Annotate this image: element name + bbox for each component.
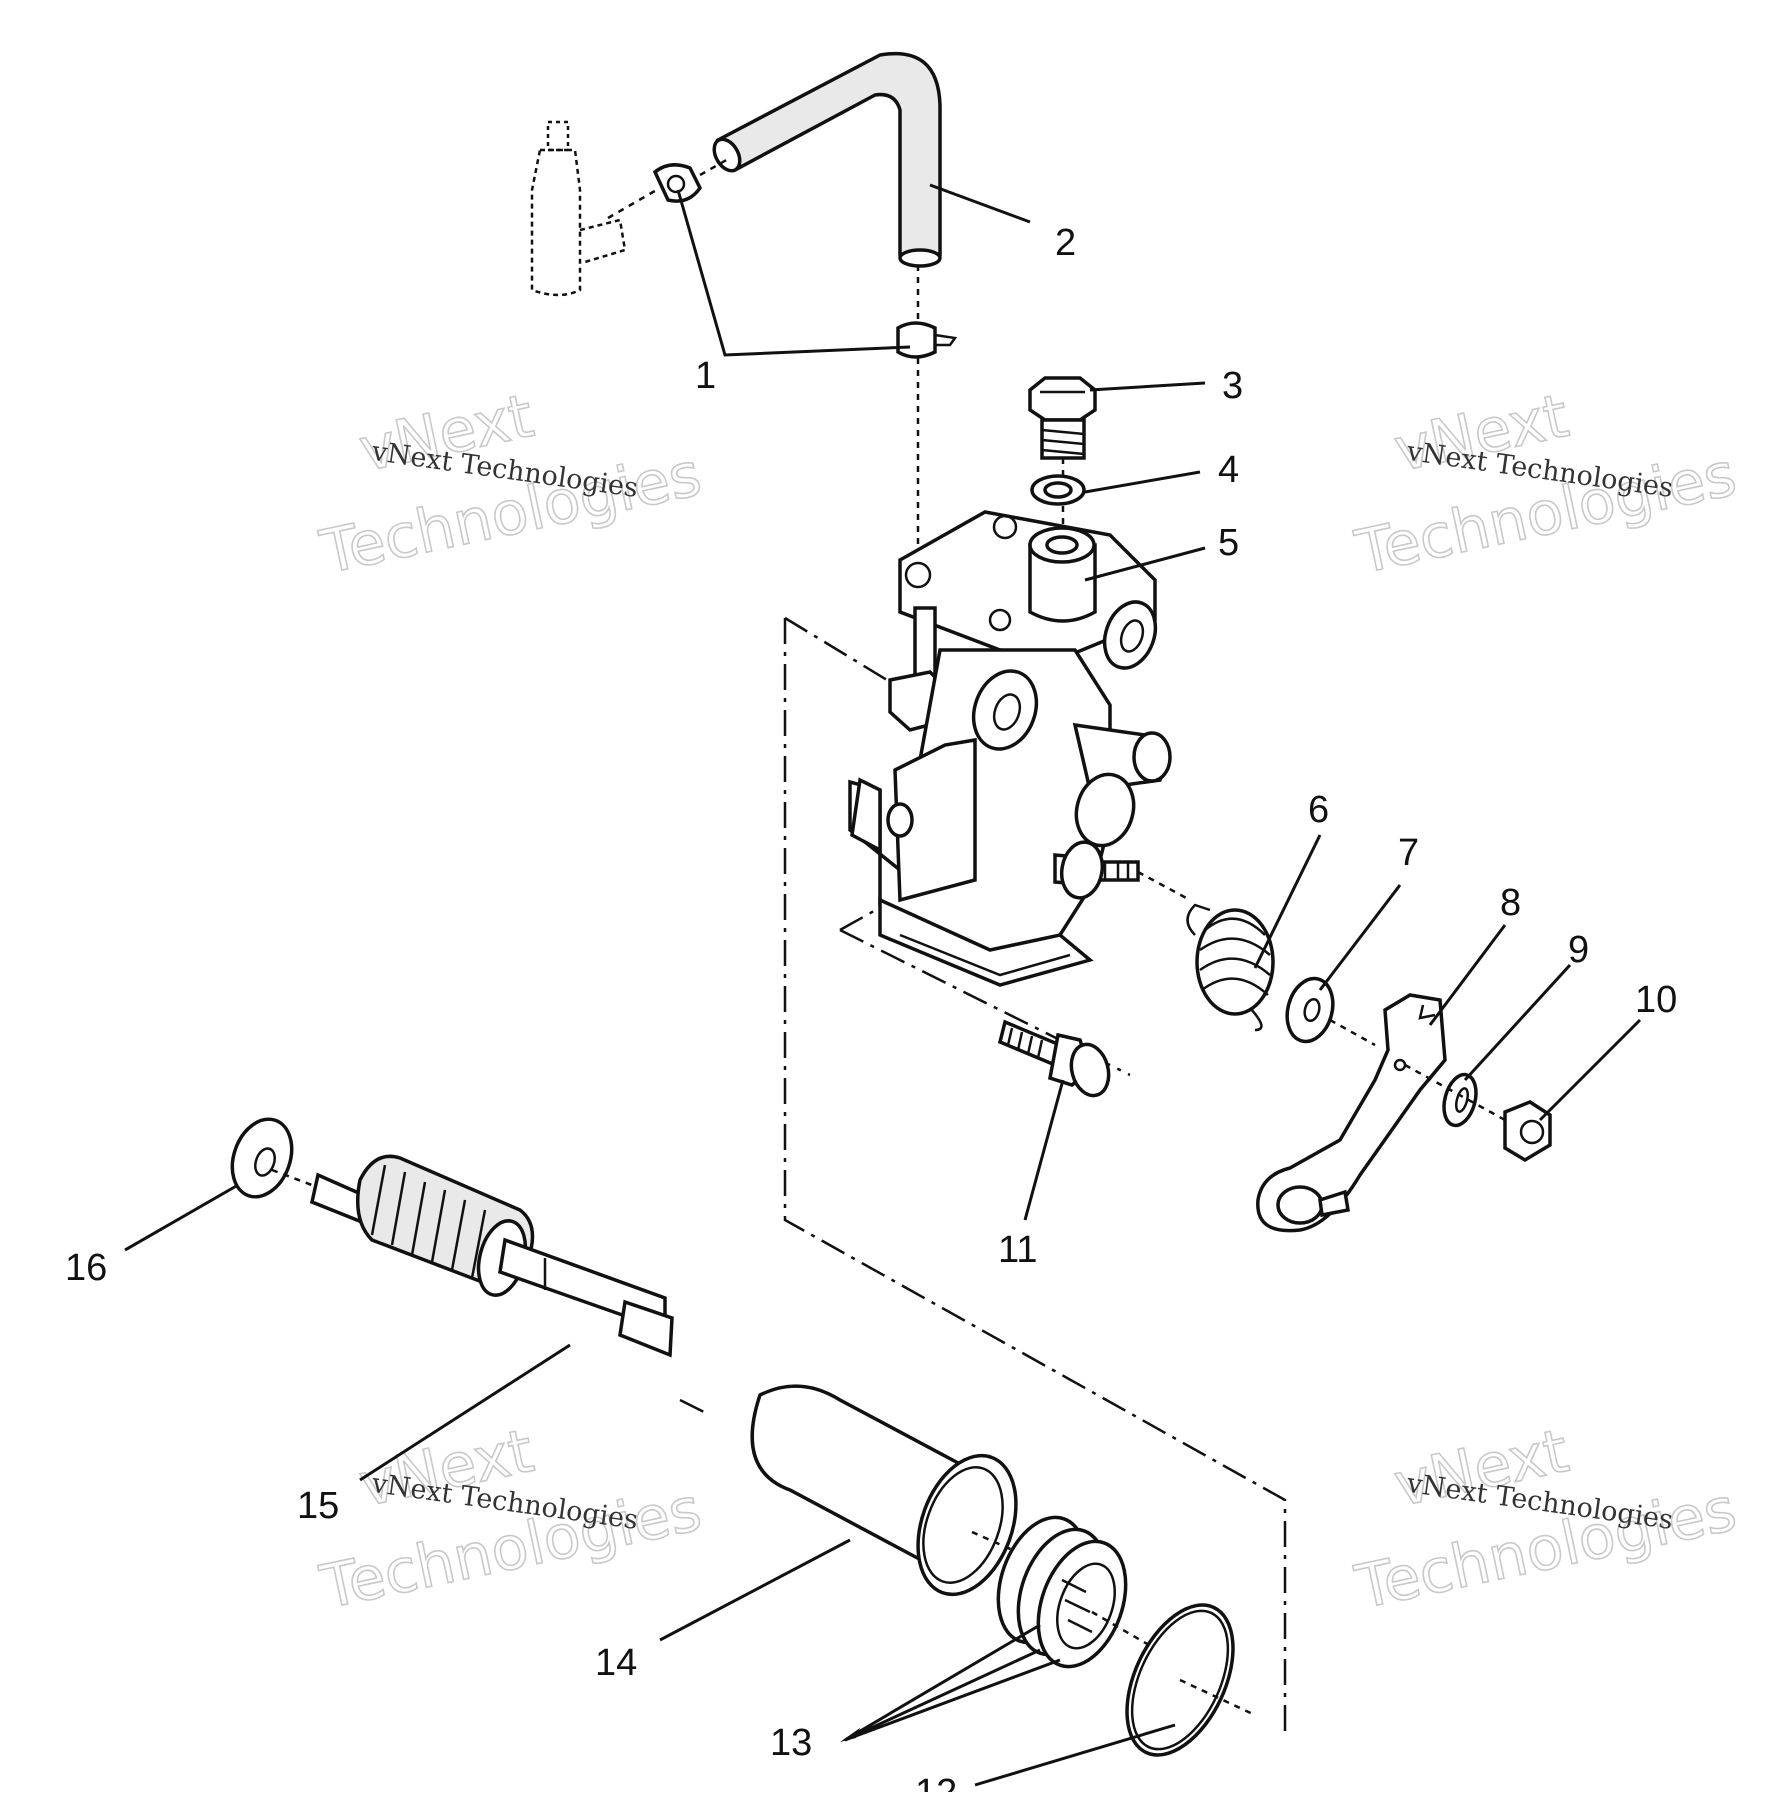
leader-7: [1318, 884, 1402, 991]
callout-16: 16: [65, 1247, 107, 1289]
return-spring: [1186, 903, 1275, 1032]
leader-12: [974, 1723, 1176, 1787]
pump-bushing: [750, 1384, 1036, 1597]
callout-13: 13: [770, 1722, 812, 1764]
leader-6: [1253, 834, 1322, 969]
callout-5: 5: [1218, 522, 1239, 564]
leader-15: [359, 1343, 571, 1482]
watermark-top-right: vNext Technologies vNext Technologies: [1349, 380, 1743, 589]
hose-routing: [607, 156, 920, 600]
callout-11: 11: [998, 1229, 1037, 1271]
callout-9: 9: [1568, 929, 1589, 971]
leader-11: [1023, 1079, 1065, 1221]
banjo-bolt: [1028, 376, 1097, 540]
leader-lines: [124, 183, 1642, 1787]
o-ring-set: [996, 1515, 1176, 1669]
sealing-washer: [1030, 474, 1086, 506]
callout-6: 6: [1308, 789, 1329, 831]
leader-5: [1084, 546, 1206, 582]
hose-clamp-lower: [896, 321, 958, 359]
oil-reservoir-fitting: [530, 120, 627, 297]
leader-9: [1463, 963, 1572, 1082]
leader-13b: [844, 1658, 1061, 1742]
leader-10: [1538, 1018, 1642, 1122]
washer: [1285, 976, 1335, 1044]
lever-axis: [1137, 870, 1506, 1122]
callouts: 1 2 3 4 5 6 7 8 9 10 11 12 13 14 15 16: [65, 222, 1677, 1797]
drive-gear-shaft: [271, 1154, 674, 1358]
leader-13a: [844, 1623, 1041, 1742]
watermark-bottom-left: vNext Technologies vNext Technologies: [314, 1415, 708, 1624]
snap-ring: [1125, 1603, 1256, 1757]
callout-12: 12: [915, 1772, 957, 1792]
leader-4: [1084, 470, 1201, 494]
callout-10: 10: [1635, 979, 1677, 1021]
lock-washer: [1442, 1072, 1478, 1128]
leader-8: [1428, 924, 1507, 1026]
callout-2: 2: [1055, 222, 1076, 264]
mounting-bolt: [997, 1019, 1111, 1098]
watermark-top-left: vNext Technologies vNext Technologies: [314, 380, 708, 589]
leader-16: [124, 1183, 239, 1252]
callout-8: 8: [1500, 882, 1521, 924]
callout-13-arrows: [840, 1728, 860, 1742]
thrust-washer: [230, 1117, 294, 1199]
leader-3: [1089, 381, 1206, 392]
callout-3: 3: [1222, 365, 1243, 407]
callout-14: 14: [595, 1642, 637, 1684]
hose-clamp-upper: [652, 163, 703, 203]
leader-1: [676, 189, 911, 357]
callout-7: 7: [1398, 832, 1419, 874]
leader-2: [929, 183, 1031, 224]
watermark-bottom-right: vNext Technologies vNext Technologies: [1349, 1415, 1743, 1624]
pump-lever: [1256, 993, 1447, 1233]
oil-hose: [712, 51, 942, 268]
callout-1: 1: [695, 355, 716, 397]
oil-pump-body: [848, 510, 1172, 987]
callout-15: 15: [297, 1485, 339, 1527]
nut: [1503, 1100, 1552, 1163]
leader-14: [659, 1538, 851, 1642]
callout-4: 4: [1218, 449, 1239, 491]
